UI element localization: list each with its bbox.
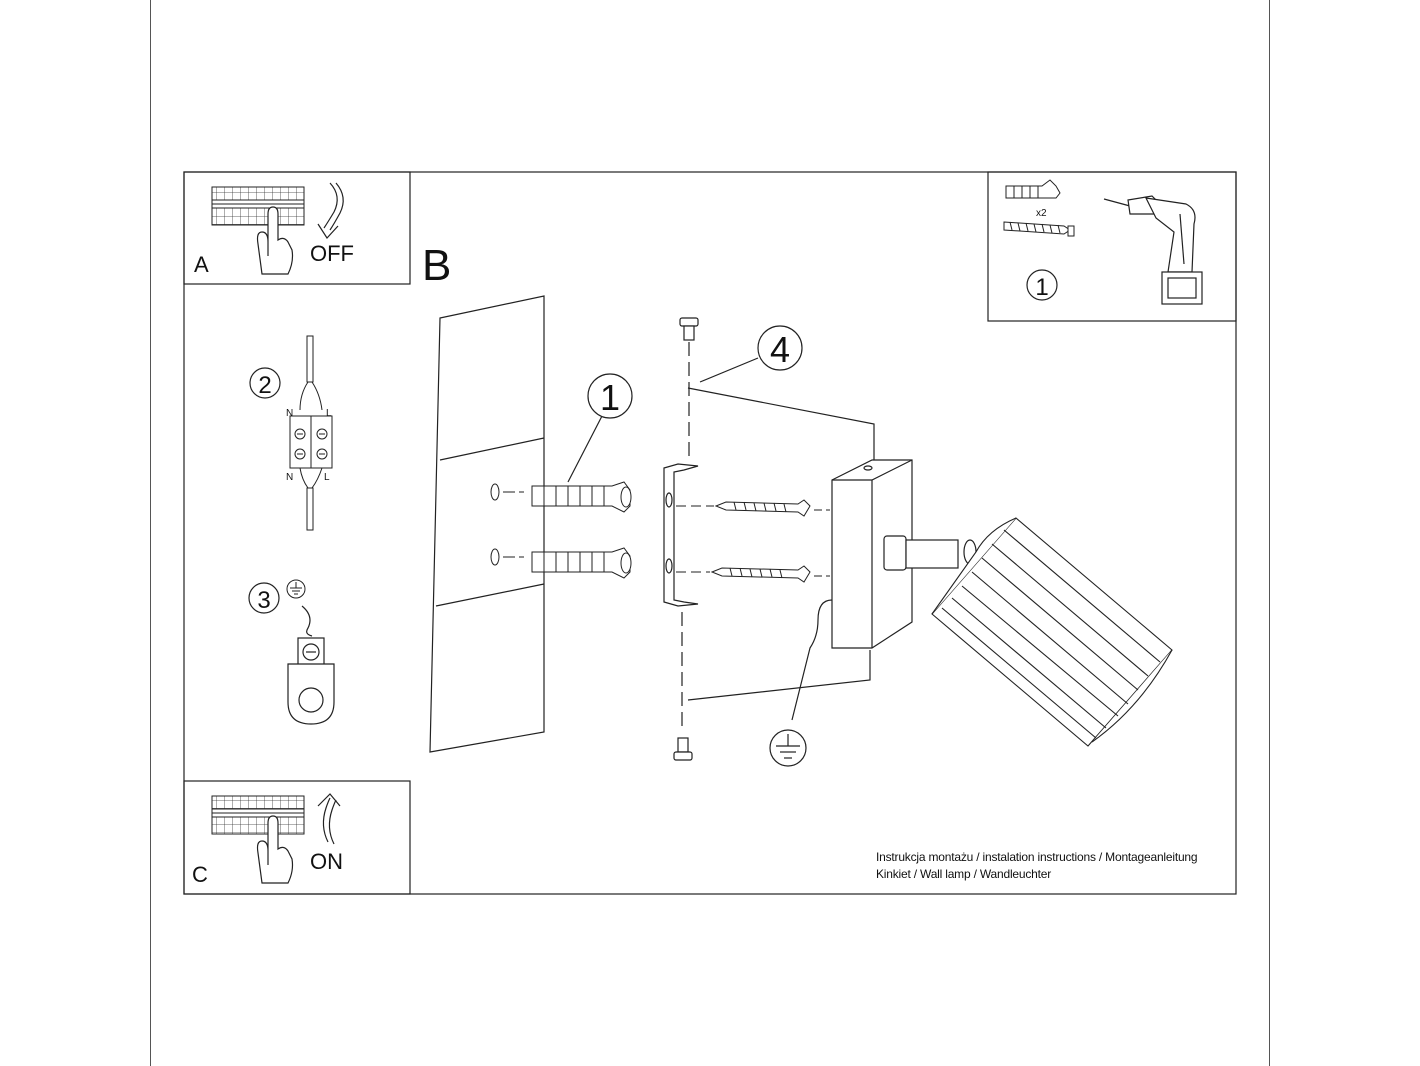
callout-step3: 3	[248, 582, 280, 614]
terminal-neutral-top: N	[286, 408, 293, 419]
switch-off-arrow-icon	[317, 182, 344, 239]
wall-plug-lower	[531, 547, 632, 579]
hand-icon	[256, 206, 294, 275]
panel-c-box	[183, 780, 411, 895]
callout-step4: 4	[757, 325, 803, 371]
wall-plug-icon	[1005, 179, 1061, 199]
terminal-line-bottom: L	[324, 472, 330, 483]
panel-c-action: ON	[310, 849, 343, 874]
screw-icon	[1003, 221, 1075, 237]
panel-a-letter: A	[194, 252, 209, 277]
svg-text:1: 1	[1035, 274, 1048, 301]
panel-b-letter: B	[422, 241, 451, 290]
drill-icon	[1103, 195, 1203, 305]
page-edge-right	[1269, 0, 1270, 1066]
terminal-neutral-bottom: N	[286, 472, 293, 483]
ground-terminal-icon	[287, 605, 335, 725]
breaker-panel-a	[211, 186, 305, 226]
callout-step1-kit: 1	[1026, 269, 1058, 301]
mounting-bracket	[663, 463, 699, 607]
ground-symbol-icon	[286, 579, 306, 599]
bracket-screw-top	[679, 317, 699, 460]
assembly-bracket-outline	[687, 357, 875, 701]
terminal-line-top: L	[326, 408, 332, 419]
screw-upper	[676, 499, 830, 517]
wall-plug-upper	[531, 481, 632, 513]
panel-a-box	[183, 171, 411, 285]
wall-section	[429, 295, 545, 753]
ground-wire	[791, 599, 833, 721]
hand-icon	[256, 815, 294, 884]
switch-on-arrow-icon	[317, 793, 341, 845]
page-edge-left	[150, 0, 151, 1066]
bracket-screw-bottom	[673, 612, 693, 761]
footer-subtitle: Kinkiet / Wall lamp / Wandleuchter	[876, 867, 1052, 881]
kit-quantity: x2	[1036, 208, 1047, 219]
drill-holes	[490, 483, 524, 566]
svg-text:1: 1	[600, 377, 620, 418]
svg-text:4: 4	[770, 329, 790, 370]
panel-a-action: OFF	[310, 241, 354, 266]
lamp-base-box	[831, 459, 913, 649]
lamp-arm-joint	[883, 535, 977, 571]
kit-box	[987, 171, 1237, 322]
callout-step2: 2	[249, 367, 281, 399]
main-frame	[183, 171, 1237, 895]
svg-text:3: 3	[257, 587, 270, 614]
terminal-block-icon	[289, 335, 333, 531]
ground-symbol-icon	[769, 729, 807, 767]
screw-lower	[676, 565, 830, 583]
svg-text:2: 2	[258, 372, 271, 399]
callout-step1-dowel: 1	[567, 373, 633, 483]
footer-title: Instrukcja montażu / instalation instruc…	[876, 850, 1198, 864]
panel-c-letter: C	[192, 862, 208, 887]
lamp-shade	[931, 517, 1173, 747]
breaker-panel-c	[211, 795, 305, 835]
